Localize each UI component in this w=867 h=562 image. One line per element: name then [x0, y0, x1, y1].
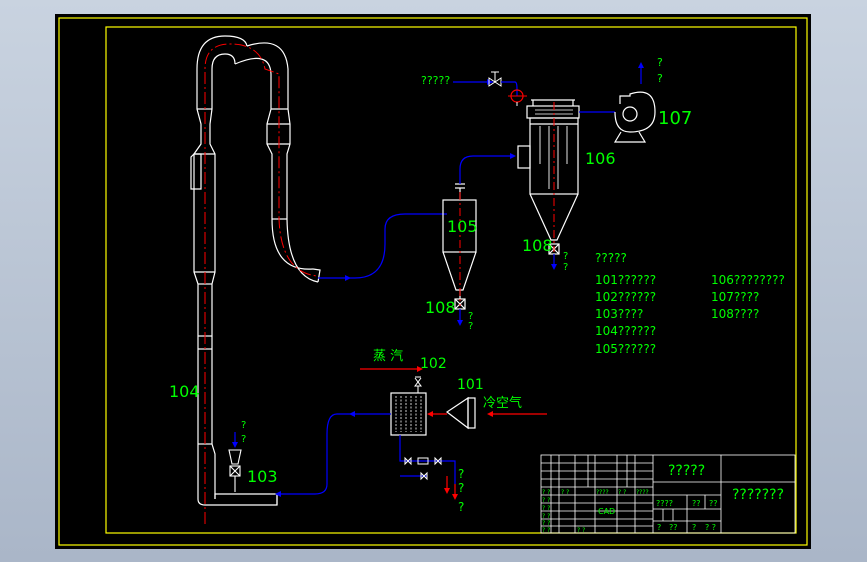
left-cell-0: ? ?	[542, 497, 550, 504]
legend-right-2: 108????	[711, 307, 759, 321]
filter-inlet-arrow	[510, 153, 516, 159]
label-drain-3: ?	[458, 500, 464, 514]
title-block-text: ????? ??????? CAD ???? ?? ?? ? ?? ? ? ? …	[542, 463, 784, 534]
legend-left-1: 102??????	[595, 290, 656, 304]
legend-left-3: 104??????	[595, 324, 656, 338]
left-cell-3: ? ?	[542, 520, 550, 527]
drain-arrowhead-2	[444, 488, 450, 494]
drawing-name: ?????	[668, 463, 705, 479]
process-flow-diagram: 104 103 102 101 105 108 108 106 107 蒸 汽 …	[58, 17, 808, 546]
left-cell-5: ? ?	[577, 527, 585, 534]
steam-valve-102	[414, 376, 422, 393]
label-steam: 蒸 汽	[373, 349, 403, 364]
steam-arrow	[417, 366, 423, 372]
label-feed-1: ?	[241, 420, 246, 431]
label-108-filter: 108	[522, 236, 553, 255]
label-drain-2: ?	[458, 481, 464, 495]
inner-frame	[105, 26, 797, 534]
scale-cell-0: ????	[656, 499, 673, 508]
sheet-cell-2: ?	[692, 523, 696, 532]
legend-heading: ?????	[595, 251, 627, 265]
sheet-cell-3: ? ?	[705, 523, 716, 532]
cad-tag: CAD	[598, 507, 615, 516]
label-105: 105	[447, 217, 478, 236]
legend-left-4: 105??????	[595, 342, 656, 356]
drain-arrowhead-1	[452, 494, 458, 500]
left-cell-1: ? ?	[542, 505, 550, 512]
legend-right-1: 107????	[711, 290, 759, 304]
label-fan-out-1: ?	[657, 56, 663, 69]
outer-frame	[58, 17, 808, 546]
label-107: 107	[658, 108, 692, 129]
label-101: 101	[457, 377, 484, 393]
heater-inlet-arrow	[427, 411, 433, 417]
fan-exhaust-arrow	[638, 62, 644, 68]
row-cell-0: ? ?	[542, 489, 550, 496]
label-drain-1: ?	[458, 467, 464, 481]
filter-bags	[539, 126, 568, 189]
condensate-valves	[404, 456, 442, 481]
exhaust-fan-107	[613, 91, 656, 143]
drawing-sheet: 104 103 102 101 105 108 108 106 107 蒸 汽 …	[55, 14, 811, 549]
label-cold-air: 冷空气	[483, 395, 522, 411]
label-cyc-out-2: ?	[468, 321, 473, 332]
row-cell-4: ????	[636, 489, 649, 496]
legend-right-0: 106????????	[711, 273, 785, 287]
screw-feeder	[228, 449, 242, 492]
drain-arrows	[446, 476, 456, 496]
label-feed-2: ?	[241, 434, 246, 445]
filter-outlet-arrow	[551, 264, 557, 270]
legend: ????? 101?????? 102?????? 103???? 104???…	[595, 251, 785, 356]
left-cell-4: ? ?	[542, 527, 550, 534]
scale-cell-1: ??	[692, 499, 701, 508]
label-fan-out-2: ?	[657, 72, 663, 85]
row-cell-2: ????	[596, 489, 609, 496]
hot-air-arrow	[275, 491, 281, 497]
scale-cell-2: ??	[709, 499, 718, 508]
bag-filter-106	[517, 99, 580, 255]
blower-101	[445, 396, 476, 430]
label-104: 104	[169, 382, 200, 401]
pulse-valve	[488, 71, 502, 87]
row-cell-1: ? ?	[561, 489, 569, 496]
cold-air-arrow	[487, 411, 493, 417]
cyclone-to-filter-line	[459, 155, 510, 184]
sheet-cell-0: ?	[657, 523, 661, 532]
left-cell-2: ? ?	[542, 513, 550, 520]
company-name: ???????	[732, 487, 784, 503]
label-103: 103	[247, 467, 278, 486]
label-cyc-out-1: ?	[468, 311, 473, 322]
label-top-inlet: ?????	[421, 74, 450, 87]
label-106: 106	[585, 149, 616, 168]
hot-air-arrow-2	[349, 411, 355, 417]
dryer-centerline	[204, 43, 318, 524]
title-block	[540, 454, 796, 534]
label-108-cyclone: 108	[425, 298, 456, 317]
feed-arrowhead	[232, 442, 238, 448]
label-filt-out-2: ?	[563, 262, 568, 273]
legend-left-0: 101??????	[595, 273, 656, 287]
legend-left-2: 103????	[595, 307, 643, 321]
hot-air-line	[281, 413, 391, 495]
label-filt-out-1: ?	[563, 251, 568, 262]
sheet-cell-1: ??	[669, 523, 678, 532]
dryer-outlet-arrow	[345, 275, 351, 281]
dryer-to-cyclone-line	[318, 213, 447, 279]
cyclone-outlet-arrow	[457, 320, 463, 326]
pulse-air-pipe	[501, 81, 518, 96]
row-cell-3: ? ?	[618, 489, 626, 496]
air-heater	[390, 392, 427, 436]
label-102: 102	[420, 356, 447, 372]
